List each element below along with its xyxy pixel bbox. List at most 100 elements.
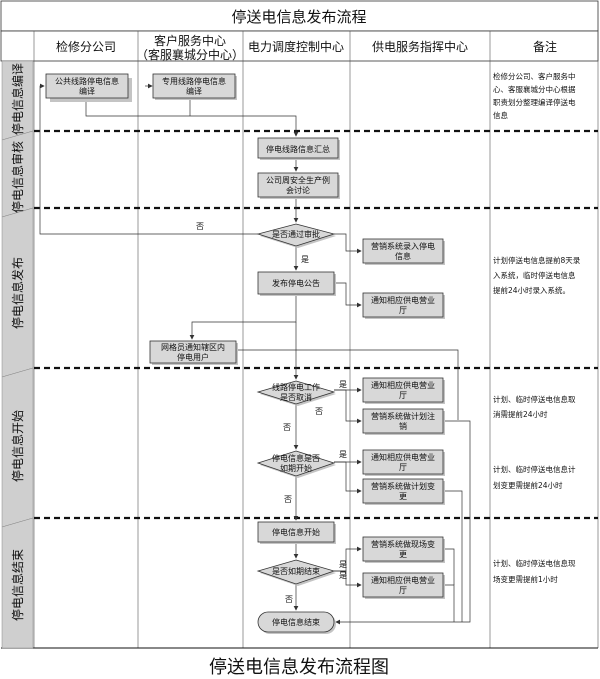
node-n6: 营销系统录入停电 信息 <box>362 238 445 265</box>
svg-text:通知相应供电营业: 通知相应供电营业 <box>371 452 435 462</box>
phase-tab-end <box>1 517 34 649</box>
node-n15: 营销系统做计划变 更 <box>362 478 445 505</box>
svg-text:划变更需提前24小时: 划变更需提前24小时 <box>493 480 563 490</box>
diagram-caption: 停送电信息发布流程图 <box>209 657 389 678</box>
svg-text:停电线路信息汇总: 停电线路信息汇总 <box>266 144 330 154</box>
note-4: 计划、临时停送电信息计 划变更需提前24小时 <box>493 464 576 490</box>
node-n8: 通知相应供电营业 厅 <box>362 292 445 319</box>
svg-text:信息: 信息 <box>493 110 508 120</box>
svg-text:厅: 厅 <box>399 463 407 472</box>
svg-text:是否通过审批: 是否通过审批 <box>272 229 320 239</box>
svg-text:计划、临时停送电信息取: 计划、临时停送电信息取 <box>493 394 576 404</box>
edge-label-no3: 否 <box>283 423 291 432</box>
node-n3: 停电线路信息汇总 <box>257 137 340 160</box>
svg-text:专用线路停电信息: 专用线路停电信息 <box>162 76 226 86</box>
edge-label-yes5: 是 <box>339 571 347 580</box>
phase-labels: 停电信息编译 停电信息审核 停电信息发布 停电信息开始 停电信息结束 <box>1 60 34 649</box>
svg-text:通知相应供电营业: 通知相应供电营业 <box>371 575 435 585</box>
svg-text:如期开始: 如期开始 <box>280 463 312 473</box>
notes-column: 检修分公司、客户服务中 心、客服襄城分中心根据 职责划分整理编译停送电 信息 计… <box>493 71 581 584</box>
column-grid <box>1 31 599 649</box>
svg-text:提前24小时录入系统。: 提前24小时录入系统。 <box>493 285 570 295</box>
node-n10: 线路停电工作 是否取消 <box>256 380 336 406</box>
svg-text:场变更需提前1小时: 场变更需提前1小时 <box>493 574 558 584</box>
node-n19: 通知相应供电营业 厅 <box>362 572 445 599</box>
node-n4: 公司周安全生产例 会讨论 <box>257 172 340 199</box>
node-n18: 是否如期结束 <box>256 559 336 586</box>
edge-label-no5: 否 <box>285 595 293 604</box>
node-n11: 通知相应供电营业 厅 <box>362 377 445 404</box>
edge-labels: 否 是 是 否 否 是 否 是 否 是 <box>196 222 347 604</box>
svg-text:线路停电工作: 线路停电工作 <box>272 382 320 392</box>
note-1: 检修分公司、客户服务中 心、客服襄城分中心根据 职责划分整理编译停送电 信息 <box>493 71 576 120</box>
column-header-notes: 备注 <box>533 39 557 54</box>
svg-text:厅: 厅 <box>399 391 407 400</box>
node-n7: 发布停电公告 <box>257 271 336 296</box>
svg-text:通知相应供电营业: 通知相应供电营业 <box>371 380 435 390</box>
svg-text:营销系统做计划变: 营销系统做计划变 <box>371 481 435 491</box>
svg-text:厅: 厅 <box>399 306 407 315</box>
column-header-command: 供电服务指挥中心 <box>372 39 468 54</box>
svg-text:编译: 编译 <box>79 86 95 96</box>
svg-text:停电用户: 停电用户 <box>177 352 209 362</box>
connectors <box>39 83 471 625</box>
svg-text:计划、临时停送电信息计: 计划、临时停送电信息计 <box>493 464 576 474</box>
phase-label-start: 停电信息开始 <box>10 410 25 482</box>
edge-label-yes3: 是 <box>339 450 347 459</box>
svg-text:通知相应供电营业: 通知相应供电营业 <box>371 295 435 305</box>
svg-text:更: 更 <box>399 550 407 559</box>
node-n20: 停电信息结束 <box>257 611 336 634</box>
phase-label-review: 停电信息审核 <box>10 141 25 213</box>
note-5: 计划、临时停送电信息现 场变更需提前1小时 <box>493 558 576 584</box>
note-3: 计划、临时停送电信息取 消需提前24小时 <box>493 394 576 419</box>
phase-label-compile: 停电信息编译 <box>10 63 25 135</box>
phase-label-end: 停电信息结束 <box>10 549 25 621</box>
edge-label-yes4: 是 <box>339 560 347 569</box>
column-header-customer-service: 客户服务中心 <box>154 33 226 48</box>
edge-label-no1: 否 <box>196 222 204 231</box>
svg-text:消需提前24小时: 消需提前24小时 <box>493 409 548 419</box>
svg-text:会讨论: 会讨论 <box>286 185 310 195</box>
svg-text:是否取消: 是否取消 <box>280 392 312 402</box>
edge-label-no2: 否 <box>315 407 323 416</box>
svg-text:厅: 厅 <box>399 586 407 595</box>
edge-label-yes1: 是 <box>301 255 309 264</box>
phase-label-publish: 停电信息发布 <box>10 257 25 329</box>
svg-text:是否如期结束: 是否如期结束 <box>272 566 320 576</box>
svg-text:销: 销 <box>399 421 407 431</box>
node-n17: 营销系统做现场变 更 <box>362 536 445 563</box>
diagram-title: 停送电信息发布流程 <box>231 8 366 26</box>
svg-text:停电信息是否: 停电信息是否 <box>272 453 320 463</box>
svg-text:计划、临时停送电信息现: 计划、临时停送电信息现 <box>493 558 576 568</box>
svg-text:停电信息结束: 停电信息结束 <box>272 617 320 627</box>
svg-text:计划停送电信息提前8天录: 计划停送电信息提前8天录 <box>493 255 581 265</box>
svg-text:编译: 编译 <box>186 86 202 96</box>
svg-text:网格员通知辖区内: 网格员通知辖区内 <box>161 342 225 352</box>
node-n16: 停电信息开始 <box>257 521 336 544</box>
svg-text:营销系统做现场变: 营销系统做现场变 <box>371 539 435 549</box>
svg-text:停电信息开始: 停电信息开始 <box>272 527 320 537</box>
node-n1: 公共线路停电信息 编译 <box>45 73 132 102</box>
column-header-maintenance: 检修分公司 <box>56 39 116 54</box>
node-n13: 停电信息是否 如期开始 <box>256 450 336 478</box>
node-n9: 网格员通知辖区内 停电用户 <box>149 340 238 365</box>
edge-label-yes2: 是 <box>339 380 347 389</box>
note-2: 计划停送电信息提前8天录 入系统，临时停送电信息 提前24小时录入系统。 <box>493 255 581 295</box>
title-bar <box>0 0 599 32</box>
svg-text:检修分公司、客户服务中: 检修分公司、客户服务中 <box>493 71 576 81</box>
svg-text:更: 更 <box>399 492 407 501</box>
svg-text:心、客服襄城分中心根据: 心、客服襄城分中心根据 <box>493 84 576 94</box>
column-header-customer-service-sub: （客服襄城分中心） <box>136 47 244 62</box>
node-n14: 通知相应供电营业 厅 <box>362 449 445 476</box>
column-header-dispatch: 电力调度控制中心 <box>248 39 344 54</box>
svg-text:职责划分整理编译停送电: 职责划分整理编译停送电 <box>493 97 576 107</box>
svg-text:营销系统做计划注: 营销系统做计划注 <box>371 411 435 421</box>
svg-text:公司周安全生产例: 公司周安全生产例 <box>266 175 330 185</box>
node-n2: 专用线路停电信息 编译 <box>152 73 237 100</box>
svg-text:信息: 信息 <box>395 251 411 261</box>
node-n5: 是否通过审批 <box>256 223 336 248</box>
column-header-row <box>0 30 599 62</box>
svg-text:公共线路停电信息: 公共线路停电信息 <box>55 76 119 86</box>
svg-text:入系统，临时停送电信息: 入系统，临时停送电信息 <box>493 270 576 280</box>
